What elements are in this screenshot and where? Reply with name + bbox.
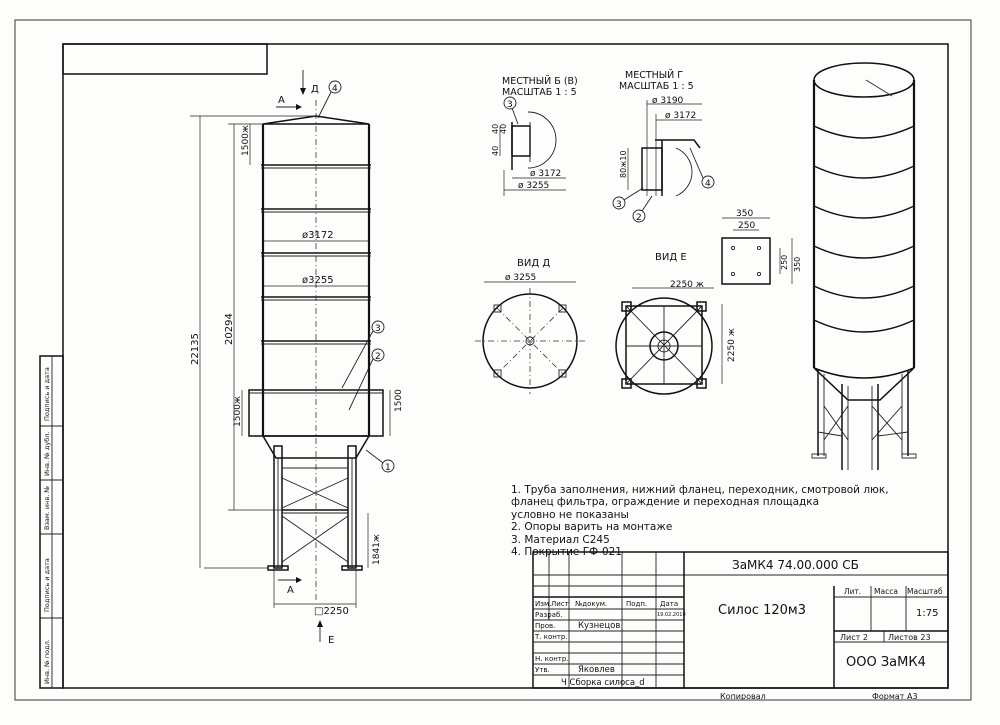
tb-row-razrab: Разраб. [535, 611, 563, 619]
view-d-title: ВИД Д [517, 258, 550, 269]
tb-col-data: Дата [660, 600, 678, 608]
tb-col-ndoc: №докум. [575, 600, 607, 608]
dim-20294: 20294 [224, 313, 235, 345]
tb-code: ЗаМК4 74.00.000 СБ [732, 558, 859, 572]
main-dimensions: 22135 20294 1500ж ø3172 ø3255 1500ж 1500… [190, 115, 404, 617]
detail-local-g: МЕСТНЫЙ Г МАСШТАБ 1 : 5 ø 3190 ø 3172 80… [612, 69, 715, 223]
local-b-40a: 40 [491, 124, 500, 134]
tb-row-tkontr: Т. контр. [534, 633, 568, 641]
local-b-callout-3: 3 [507, 100, 513, 110]
callout-1-main: 1 [385, 463, 391, 473]
callout-2-main: 2 [375, 352, 381, 362]
local-g-callout-4: 4 [705, 179, 711, 189]
side-stamp-c2: Инв. № дубл. [43, 432, 51, 476]
view-e-title: ВИД Е [655, 252, 687, 263]
side-stamp-c5: Инв. № подл. [43, 639, 51, 684]
local-g-callout-2: 2 [636, 213, 642, 223]
local-b-title1: МЕСТНЫЙ Б (В) [502, 75, 578, 87]
section-a-label-bottom: А [287, 585, 294, 596]
plate-d350: 350 [736, 209, 753, 219]
dim-d3255: ø3255 [302, 275, 334, 286]
callout-3-main: 3 [375, 324, 381, 334]
view-e: ВИД Е 2250 ж 2250 ж [615, 252, 737, 395]
tb-row-utv: Утв. [535, 666, 550, 674]
side-stamp-c4: Подпись и дата [43, 558, 51, 612]
dim-2250-base: □2250 [314, 606, 349, 617]
tb-sheet: Лист 2 [840, 633, 868, 642]
tb-date: 19.02.2010 [657, 612, 686, 618]
local-g-d3172: ø 3172 [665, 111, 696, 121]
isometric-view [811, 62, 917, 470]
side-stamp-c1: Подпись и дата [43, 367, 51, 421]
plate-d250: 250 [738, 221, 755, 231]
dim-d3172: ø3172 [302, 230, 334, 241]
local-b-40c: 40 [491, 146, 500, 156]
section-a-label-top: А [278, 95, 285, 106]
dim-22135: 22135 [190, 333, 201, 365]
note-line: 1. Труба заполнения, нижний фланец, пере… [511, 484, 889, 496]
side-stamp: Подпись и дата Инв. № дубл. Взам. инв. №… [39, 355, 64, 689]
tb-masshtab: Масштаб [907, 587, 943, 596]
local-b-d3172: ø 3172 [530, 169, 561, 179]
main-elevation: А А Д Е 4 3 2 1 [248, 70, 395, 646]
note-line: 4. Покрытие ГФ-021 [511, 546, 622, 559]
tb-sheets: Листов 23 [888, 633, 931, 642]
view-d-d3255: ø 3255 [505, 273, 536, 283]
tb-copied: Копировал [720, 692, 766, 701]
tb-file: Ч Сборка силоса_d [561, 678, 645, 688]
dim-1500-band-right: 1500 [394, 389, 404, 412]
tb-lit: Лит. [844, 587, 861, 596]
view-d: ВИД Д ø 3255 [475, 258, 585, 394]
tb-massa: Масса [874, 587, 898, 596]
detail-local-b: МЕСТНЫЙ Б (В) МАСШТАБ 1 : 5 3 40 40 40 ø… [491, 75, 578, 196]
plate-d250v: 250 [780, 255, 789, 270]
local-g-title2: МАСШТАБ 1 : 5 [619, 81, 694, 92]
tb-scale: 1:75 [916, 608, 938, 619]
dim-1841: 1841ж [372, 534, 382, 565]
plate-d350v: 350 [793, 257, 802, 272]
dim-1500-band-left: 1500ж [233, 396, 243, 427]
tb-row-prov: Пров. [535, 622, 555, 630]
dim-1500-top: 1500ж [241, 125, 251, 156]
tb-row-nkontr: Н. контр. [535, 655, 569, 663]
view-d-arrow-label: Д [311, 84, 319, 95]
tb-person-prov: Кузнецов [578, 621, 620, 631]
view-e-d2250h: 2250 ж [670, 280, 704, 290]
tb-name: Силос 120м3 [718, 603, 806, 618]
view-e-arrow-label: Е [328, 635, 334, 646]
local-b-d3255: ø 3255 [518, 181, 549, 191]
local-b-40b: 40 [499, 124, 508, 134]
general-notes: 1. Труба заполнения, нижний фланец, пере… [511, 484, 889, 559]
note-line: условно не показаны [511, 508, 629, 521]
local-g-title1: МЕСТНЫЙ Г [625, 69, 683, 81]
tb-col-podp: Подп. [626, 600, 647, 608]
callout-4-main: 4 [332, 84, 338, 94]
local-g-d80: 80ж10 [619, 150, 628, 178]
sheet-outer-border [14, 19, 972, 701]
tb-person-utv: Яковлев [578, 665, 615, 675]
tb-col-list: Лист [551, 600, 569, 608]
local-g-d3190: ø 3190 [652, 96, 684, 106]
note-line: фланец фильтра, ограждение и переходная … [511, 496, 820, 509]
corner-stamp-box [62, 43, 268, 75]
title-block: ЗаМК4 74.00.000 СБ Силос 120м3 ООО ЗаМК4… [532, 551, 949, 701]
note-line: 3. Материал С245 [511, 533, 610, 546]
note-line: 2. Опоры варить на монтаже [511, 521, 673, 534]
tb-company: ООО ЗаМК4 [846, 655, 926, 670]
tb-col-izm: Изм. [535, 600, 551, 608]
side-stamp-c3: Взам. инв. № [43, 486, 51, 530]
local-g-callout-3: 3 [616, 200, 622, 210]
base-plate-detail: 350 250 250 350 [721, 209, 802, 285]
local-b-title2: МАСШТАБ 1 : 5 [502, 87, 577, 98]
view-e-d2250v: 2250 ж [727, 328, 737, 362]
tb-format: Формат А3 [872, 692, 918, 701]
